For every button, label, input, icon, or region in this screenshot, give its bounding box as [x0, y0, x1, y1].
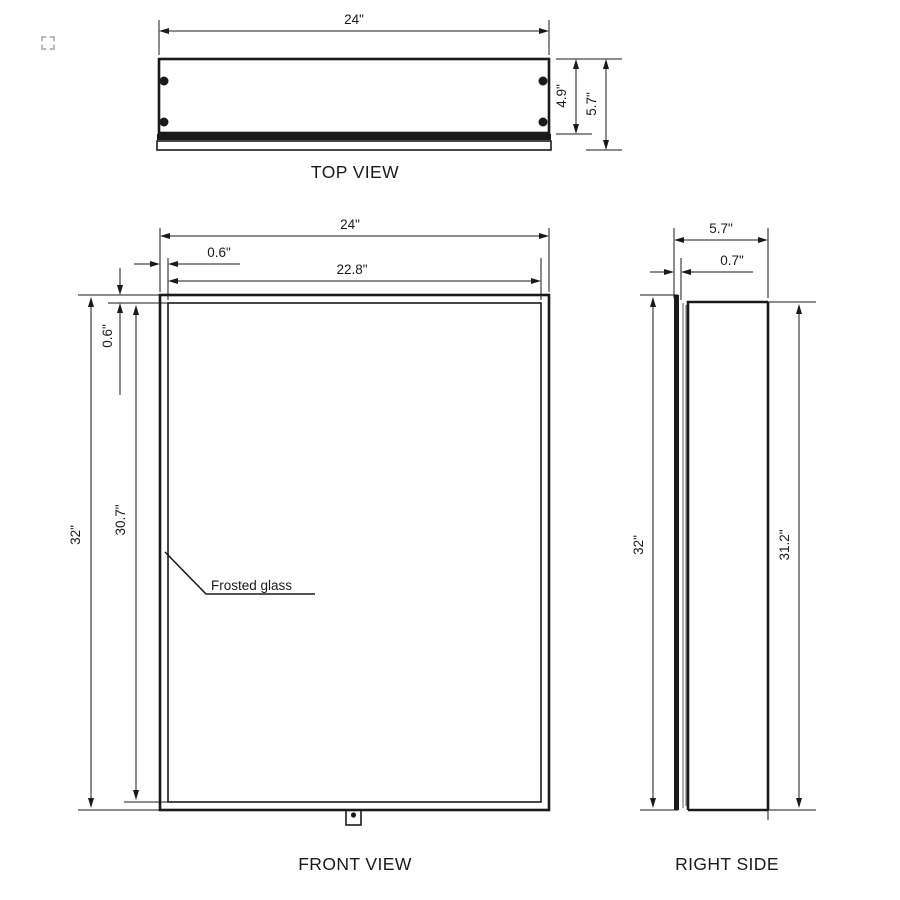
front-view-height-label: 32"	[68, 525, 83, 545]
front-view-frame-offset-h-label: 0.6"	[207, 245, 231, 260]
front-view-group: 24" 0.6" 22.8"	[68, 217, 551, 874]
frosted-glass-callout: Frosted glass	[164, 551, 315, 595]
top-view-inner-depth-label: 4.9"	[554, 84, 569, 108]
top-view-door-slab	[157, 134, 551, 140]
front-view-frame-offset-v-dimension: 0.6"	[100, 268, 168, 395]
right-side-height-label: 32"	[631, 535, 646, 555]
right-side-thickness-label: 0.7"	[720, 253, 744, 268]
front-view-width-dimension: 24"	[159, 217, 550, 292]
front-view-glass-width-label: 22.8"	[336, 262, 367, 277]
front-view-frame-offset-h-dimension: 0.6"	[134, 245, 240, 300]
right-side-depth-dimension: 5.7"	[673, 221, 769, 298]
top-view-outer-depth-label: 5.7"	[584, 92, 599, 116]
top-view-group: 24" 4.9"	[156, 12, 622, 182]
broken-image-icon	[41, 36, 55, 50]
top-view-width-dimension: 24"	[158, 12, 550, 55]
hinge-dot	[159, 117, 169, 127]
front-view-glass-width-dimension: 22.8"	[168, 258, 542, 300]
right-side-view-title: RIGHT SIDE	[675, 854, 779, 874]
right-side-view-group: 5.7" 0.7"	[631, 221, 816, 874]
right-side-door-slab	[674, 295, 679, 810]
hinge-dot	[538, 117, 548, 127]
frosted-glass-label: Frosted glass	[211, 578, 292, 593]
front-view-glass-height-dimension: 30.7"	[113, 302, 168, 803]
front-view-glass-panel	[167, 302, 542, 803]
front-view-frame-offset-v-label: 0.6"	[100, 324, 115, 348]
front-view-glass-height-label: 30.7"	[113, 504, 128, 535]
front-view-title: FRONT VIEW	[298, 854, 412, 874]
front-view-width-label: 24"	[340, 217, 360, 232]
right-side-depth-label: 5.7"	[709, 221, 733, 236]
top-view-body-outline	[157, 57, 551, 135]
top-view-title: TOP VIEW	[311, 162, 399, 182]
right-side-cabinet-outline	[686, 300, 768, 810]
top-view-width-label: 24"	[344, 12, 364, 27]
front-view-outer-frame	[158, 293, 551, 812]
right-side-cabinet-height-dimension: 31.2"	[768, 301, 816, 811]
right-side-cabinet-height-label: 31.2"	[777, 529, 792, 560]
right-side-height-dimension: 32"	[631, 294, 678, 811]
right-side-thickness-dimension: 0.7"	[650, 253, 753, 300]
front-view-latch	[345, 809, 362, 826]
hinge-dot	[159, 76, 169, 86]
hinge-dot	[538, 76, 548, 86]
top-view-glass-strip	[156, 140, 552, 151]
top-view-outer-depth-dimension: 5.7"	[584, 58, 622, 151]
front-view-height-dimension: 32"	[68, 294, 160, 811]
